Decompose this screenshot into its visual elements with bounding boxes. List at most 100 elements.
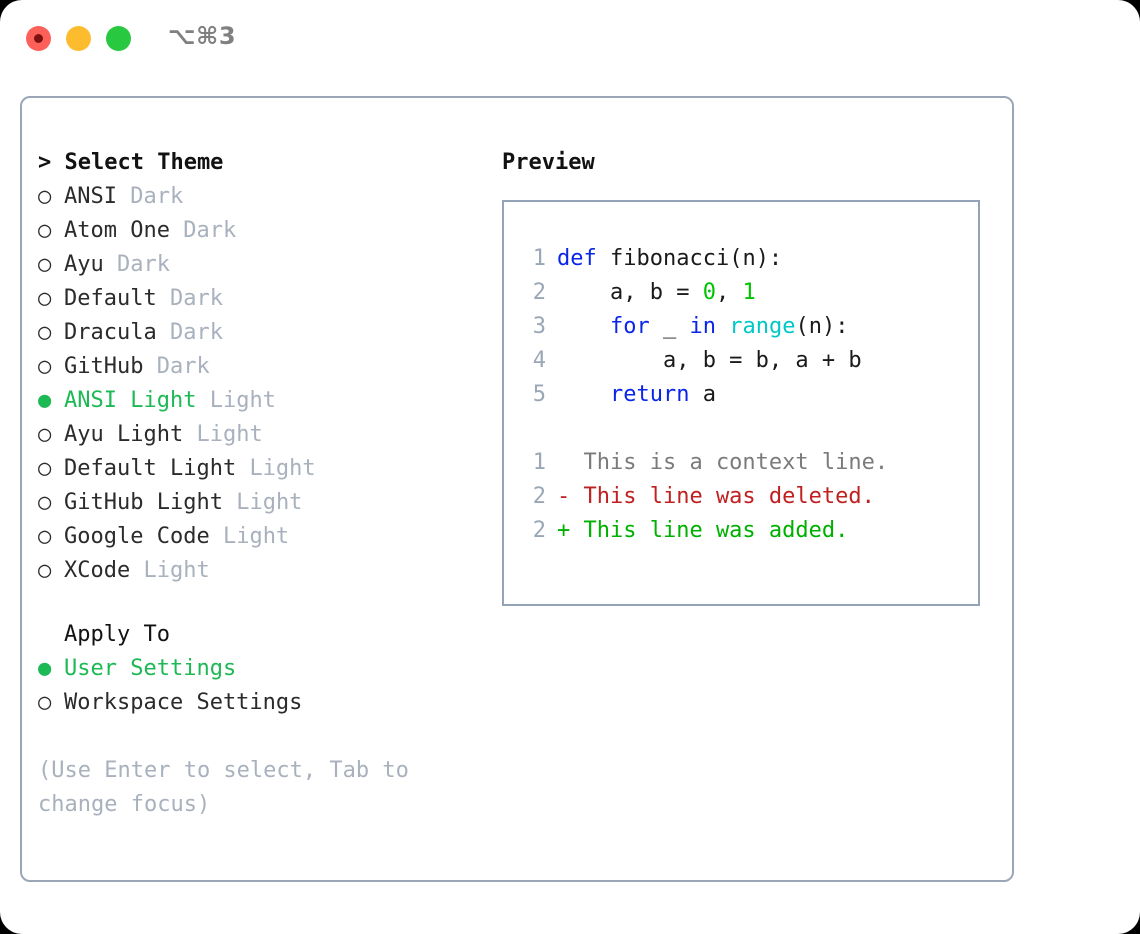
- theme-option-github-light[interactable]: ○ GitHub Light Light: [38, 486, 478, 520]
- line-number: 2: [532, 518, 546, 543]
- radio-unselected-icon: ○: [38, 286, 52, 311]
- radio-unselected-icon: ○: [38, 690, 52, 715]
- apply-to-header: Apply To: [64, 622, 170, 647]
- theme-option-ansi[interactable]: ○ANSI Dark: [38, 180, 478, 214]
- select-theme-header: > Select Theme: [38, 150, 224, 175]
- close-button[interactable]: [26, 26, 51, 51]
- code-token-fn: range: [729, 314, 796, 339]
- radio-unselected-icon: ○: [38, 422, 52, 447]
- theme-option-variant: Dark: [169, 286, 223, 311]
- apply-to-option-name: Workspace Settings: [64, 690, 303, 715]
- radio-unselected-icon: ○: [38, 252, 52, 277]
- theme-option-name: GitHub Light: [64, 490, 223, 515]
- line-number: 1: [532, 246, 546, 271]
- spacer: [183, 422, 196, 447]
- theme-option-name: GitHub: [64, 354, 144, 379]
- apply-to-list[interactable]: ●User Settings ○ Workspace Settings: [38, 652, 478, 720]
- line-number: 2: [532, 280, 546, 305]
- theme-option-default[interactable]: ○ Default Dark: [38, 282, 478, 316]
- theme-list[interactable]: ○ANSI Dark○Atom One Dark○Ayu Dark○Defaul…: [38, 180, 478, 588]
- diff-block: 1 This is a context line.2- This line wa…: [518, 446, 970, 548]
- theme-option-name: XCode: [64, 558, 131, 583]
- code-line: 1 def fibonacci(n):: [518, 242, 970, 276]
- theme-selection-column: > Select Theme ○ANSI Dark○Atom One Dark○…: [38, 146, 478, 822]
- spacer: [223, 490, 236, 515]
- shortcut-label: ⌥⌘3: [168, 22, 237, 50]
- theme-picker-card: > Select Theme ○ANSI Dark○Atom One Dark○…: [20, 96, 1014, 882]
- diff-line: 1 This is a context line.: [518, 446, 970, 480]
- theme-option-ayu-light[interactable]: ○Ayu Light Light: [38, 418, 478, 452]
- window-title-bar: ⌥⌘3: [0, 0, 1140, 78]
- maximize-button[interactable]: [106, 26, 131, 51]
- theme-option-xcode[interactable]: ○XCode Light: [38, 554, 478, 588]
- radio-unselected-icon: ○: [38, 218, 52, 243]
- code-token-kw: def: [557, 246, 597, 271]
- theme-option-variant: Dark: [117, 252, 170, 277]
- spacer: [143, 354, 156, 379]
- code-token-pln: fibonacci(n):: [596, 246, 783, 271]
- theme-option-ayu[interactable]: ○Ayu Dark: [38, 248, 478, 282]
- theme-option-variant: Light: [249, 456, 316, 481]
- minimize-button[interactable]: [66, 26, 91, 51]
- theme-option-variant: Dark: [156, 354, 210, 379]
- theme-option-variant: Light: [196, 422, 263, 447]
- code-token-pln: a, b =: [557, 280, 703, 305]
- line-number: 2: [532, 484, 546, 509]
- code-token-kw: for: [609, 314, 650, 339]
- spacer: [170, 218, 183, 243]
- spacer: [236, 456, 249, 481]
- line-number: 3: [532, 314, 546, 339]
- radio-selected-icon: ●: [38, 656, 52, 681]
- radio-unselected-icon: ○: [38, 558, 52, 583]
- theme-option-default-light[interactable]: ○Default Light Light: [38, 452, 478, 486]
- theme-option-name: Atom One: [64, 218, 170, 243]
- apply-to-option-user-settings[interactable]: ●User Settings: [38, 652, 478, 686]
- code-token-pln: _: [649, 314, 690, 339]
- code-diff-separator: [518, 412, 970, 446]
- code-token-num: 1: [742, 280, 756, 305]
- theme-option-name: Default: [64, 286, 157, 311]
- code-line: 4 a, b = b, a + b: [518, 344, 970, 378]
- theme-option-google-code[interactable]: ○Google Code Light: [38, 520, 478, 554]
- code-token-pln: a: [689, 382, 716, 407]
- apply-to-option-workspace-settings[interactable]: ○ Workspace Settings: [38, 686, 478, 720]
- spacer: [104, 252, 117, 277]
- theme-option-variant: Light: [236, 490, 303, 515]
- spacer: [157, 286, 170, 311]
- diff-line: 2- This line was deleted.: [518, 480, 970, 514]
- code-line: 5 return a: [518, 378, 970, 412]
- theme-option-variant: Dark: [130, 184, 184, 209]
- theme-option-name: ANSI: [64, 184, 117, 209]
- spacer: [117, 184, 130, 209]
- theme-option-ansi-light[interactable]: ● ANSI Light Light: [38, 384, 478, 418]
- code-token-pln: [557, 314, 610, 339]
- section-spacer: [38, 588, 478, 618]
- keyboard-hint-text: (Use Enter to select, Tab to change focu…: [38, 758, 423, 817]
- spacer: [210, 524, 223, 549]
- theme-option-variant: Light: [209, 388, 276, 413]
- line-number: 1: [532, 450, 546, 475]
- theme-option-dracula[interactable]: ○Dracula Dark: [38, 316, 478, 350]
- diff-text-diff-add: + This line was added.: [557, 518, 849, 543]
- radio-unselected-icon: ○: [38, 320, 52, 345]
- spacer: [130, 558, 143, 583]
- code-token-num: 0: [702, 280, 716, 305]
- theme-option-variant: Dark: [183, 218, 237, 243]
- code-token-pln: [557, 382, 610, 407]
- spacer: [157, 320, 170, 345]
- code-line: 3 for _ in range(n):: [518, 310, 970, 344]
- spacer: [196, 388, 209, 413]
- code-token-pln: (n):: [795, 314, 849, 339]
- radio-unselected-icon: ○: [38, 490, 52, 515]
- theme-option-name: ANSI Light: [64, 388, 197, 413]
- diff-line: 2 + This line was added.: [518, 514, 970, 548]
- hint-spacer: [38, 720, 478, 754]
- theme-option-variant: Dark: [169, 320, 223, 345]
- theme-option-atom-one[interactable]: ○ Atom One Dark: [38, 214, 478, 248]
- radio-selected-icon: ●: [38, 388, 52, 413]
- theme-option-github[interactable]: ○GitHub Dark: [38, 350, 478, 384]
- line-number: 5: [532, 382, 546, 407]
